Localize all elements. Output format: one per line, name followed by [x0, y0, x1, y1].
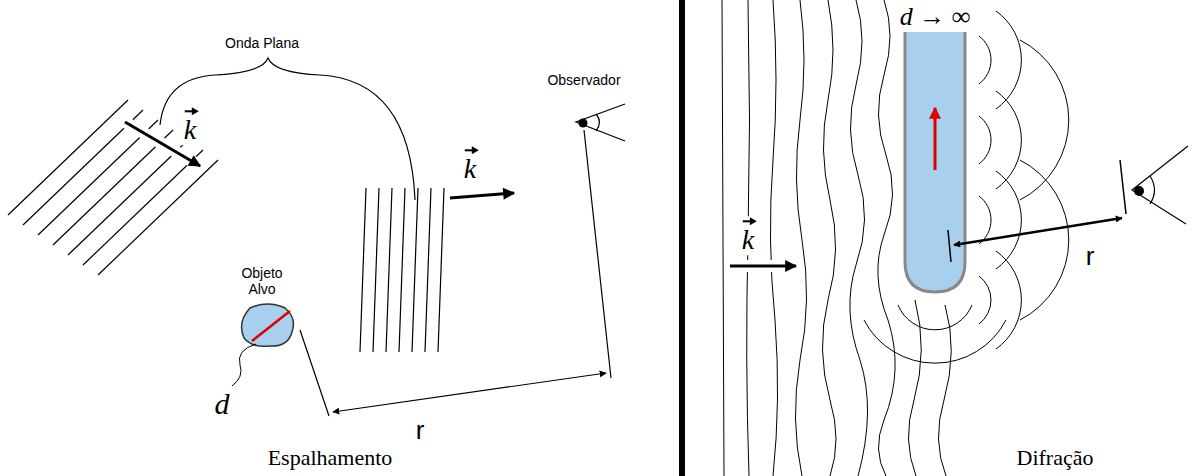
eye-pupil [579, 119, 588, 128]
distance-dimension [300, 130, 611, 416]
infinite-obstacle [905, 30, 965, 292]
plane-wave-fronts [8, 100, 218, 275]
distance-dimension [948, 160, 1126, 262]
size-label: d → ∞ [897, 2, 974, 32]
leader-line [232, 344, 256, 386]
scattered-wave-fronts [360, 188, 444, 352]
caption-label: Espalhamento [268, 445, 393, 471]
wave-label: Onda Plana [225, 35, 299, 51]
caption-label: Difração [1017, 445, 1094, 471]
observer-eye [576, 104, 625, 141]
distance-label: r [413, 415, 428, 446]
arrow-gap [730, 260, 796, 272]
wave-vector-arrow [450, 193, 514, 198]
eye-pupil [1134, 186, 1144, 196]
object-label: Objeto Alvo [232, 265, 292, 297]
vector-label: k [180, 106, 200, 145]
wavelets [864, 11, 1069, 363]
wave-vector-arrow [730, 265, 796, 268]
size-label: d [212, 387, 233, 421]
divider [679, 0, 685, 476]
brace [160, 58, 415, 200]
distance-label: r [1083, 241, 1098, 272]
size-line [252, 311, 290, 341]
observer-eye [1132, 146, 1188, 224]
observer-label: Observador [547, 72, 620, 88]
extent-arrow [934, 108, 937, 170]
target-object [242, 304, 294, 346]
vector-label: k [738, 216, 758, 255]
vector-label: k [460, 145, 480, 184]
